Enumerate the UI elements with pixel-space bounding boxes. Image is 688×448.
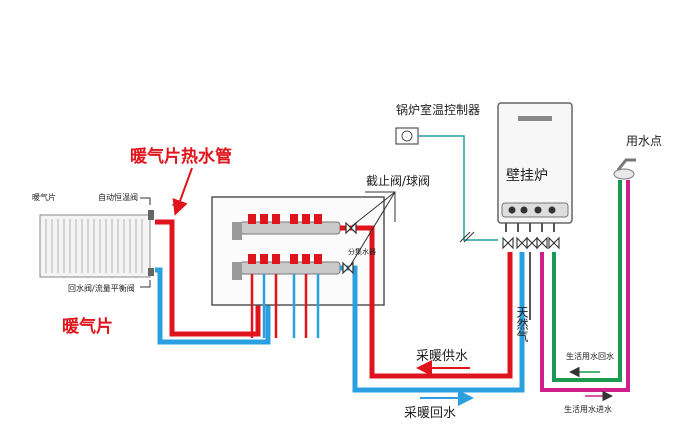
- radiator-hot-pipe-label: 暖气片热水管: [130, 146, 232, 167]
- radiator-label: 暖气片: [62, 316, 113, 337]
- boiler-label: 壁挂炉: [506, 168, 548, 184]
- gas-label: 天然气: [515, 306, 529, 342]
- manifold-supply: [232, 214, 341, 240]
- radiator-return-pipe: [155, 267, 271, 345]
- water-point-label: 用水点: [626, 134, 662, 148]
- leader-lines: [140, 191, 396, 288]
- boiler-unit: [497, 102, 573, 232]
- thermostat-label: 锅炉室温控制器: [396, 102, 480, 117]
- faucet-icon: [613, 158, 636, 180]
- heating-supply-label: 采暖供水: [416, 349, 468, 364]
- boiler-valve-row: [502, 236, 560, 250]
- hot-pipe-pointer: [172, 167, 193, 216]
- radiator-small-label: 暖气片: [32, 192, 56, 202]
- manifold-return: [232, 254, 341, 280]
- radiator-unit: [39, 210, 154, 278]
- manifold-label: 分集水器: [348, 247, 376, 256]
- stop-valve-label: 截止阀/球阀: [366, 174, 430, 188]
- dhw-return-label: 生活用水回水: [566, 351, 614, 361]
- thermostat-unit: [395, 127, 498, 243]
- return-valve-label: 回水阀/流量平衡阀: [68, 283, 135, 293]
- floor-loop-pipes: [250, 274, 320, 338]
- heating-supply-pipe: [340, 225, 513, 379]
- auto-valve-label: 自动恒温阀: [98, 192, 138, 202]
- dhw-green-pipe: [552, 180, 622, 382]
- dhw-inlet-label: 生活用水进水: [564, 404, 612, 414]
- dhw-magenta-pipe: [540, 180, 630, 392]
- heating-return-label: 采暖回水: [404, 406, 456, 421]
- radiator-hot-pipe: [155, 219, 261, 337]
